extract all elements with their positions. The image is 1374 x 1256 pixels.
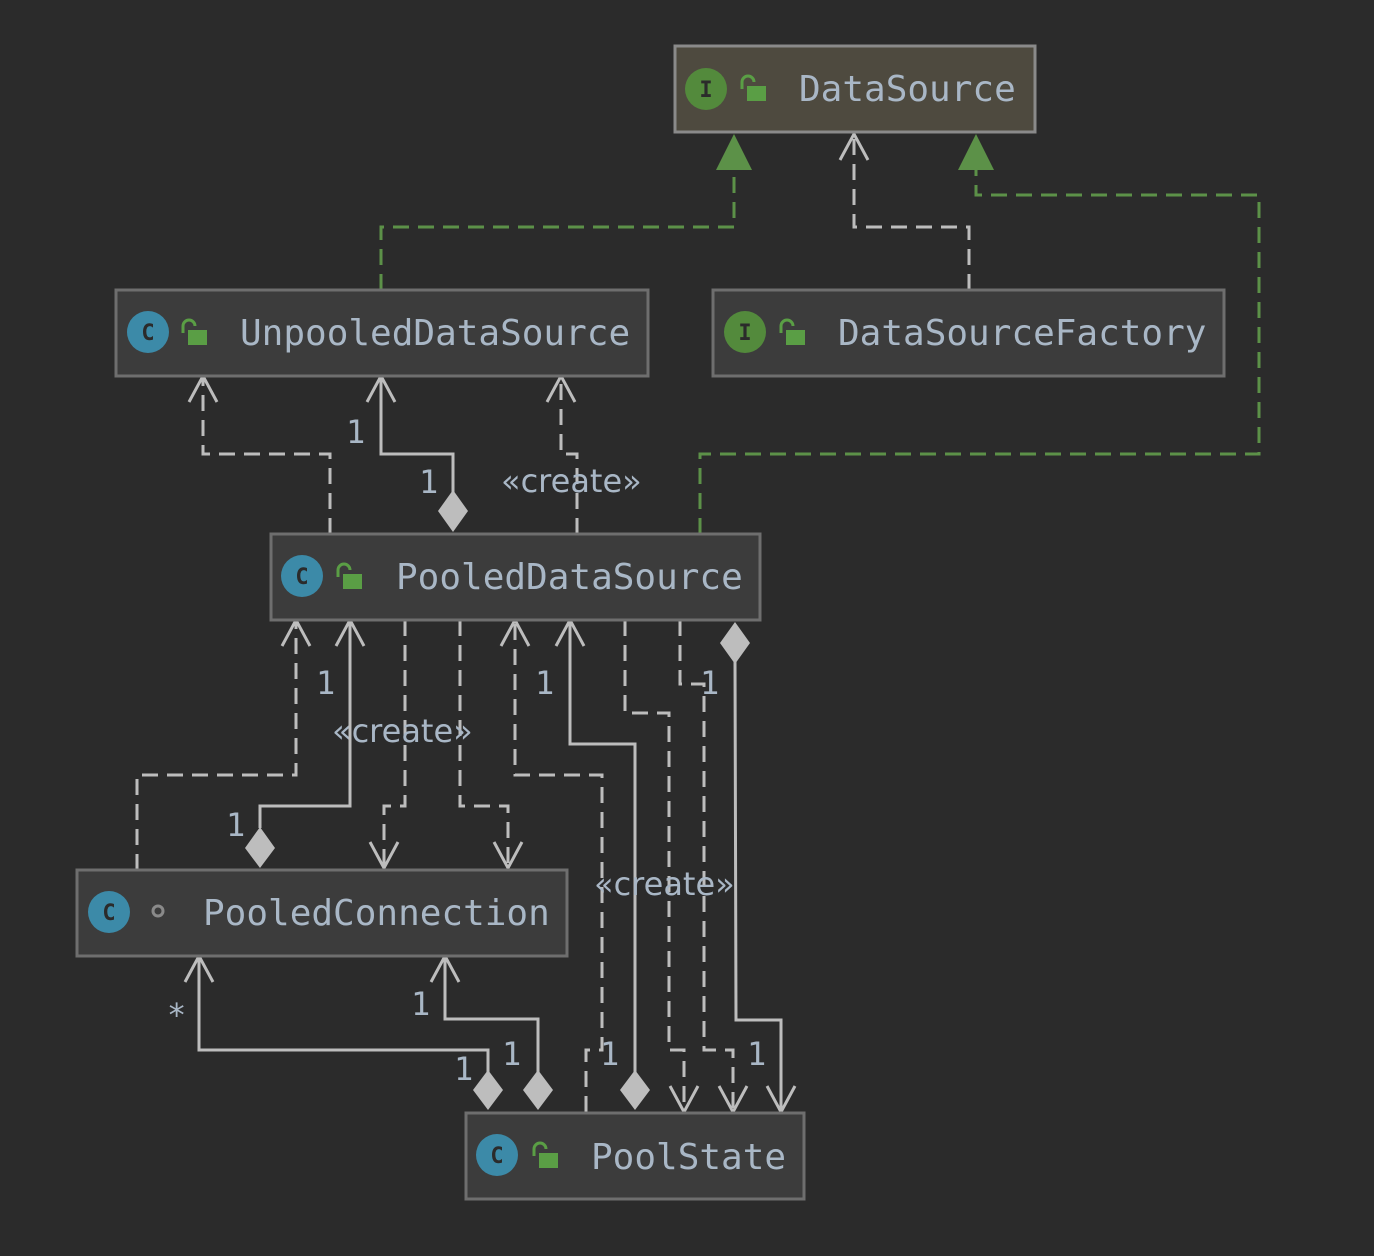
multiplicity-label: 1	[411, 985, 430, 1023]
edge-pooled-creates-unpooled[interactable]	[559, 378, 579, 534]
svg-text:I: I	[738, 321, 751, 346]
edge-pooled-creates-connection[interactable]	[382, 620, 407, 866]
multiplicity-label: 1	[346, 413, 365, 451]
svg-text:I: I	[699, 78, 712, 103]
stereotype-label: «create»	[501, 462, 642, 500]
svg-text:C: C	[102, 901, 115, 926]
node-pooled-datasource[interactable]: C PooledDataSource	[269, 532, 762, 622]
open-arrowhead	[368, 841, 400, 872]
edge-poolstate-depends-pooled[interactable]	[513, 622, 604, 1112]
edge-poolstate-composes-pooled[interactable]	[568, 622, 637, 1072]
interface-icon: I	[685, 68, 727, 110]
multiplicity-label: 1	[747, 1035, 766, 1073]
package-private-visibility-icon	[151, 904, 165, 918]
node-label: DataSource	[799, 69, 1016, 110]
node-label: UnpooledDataSource	[240, 313, 630, 354]
edge-labels: 1 1 «create» 1 «create» 1 1 1 * 1 1 1 «c…	[167, 413, 766, 1088]
composition-diamond	[473, 1070, 503, 1110]
edge-unpooled-implements-datasource[interactable]	[379, 170, 736, 290]
multiplicity-label: 1	[316, 664, 335, 702]
node-pooled-connection[interactable]: C PooledConnection	[75, 868, 569, 958]
node-label: PoolState	[591, 1137, 786, 1178]
open-arrowhead	[838, 130, 870, 161]
edge-pooled-creates-poolstate[interactable]	[623, 620, 686, 1110]
multiplicity-label: *	[167, 996, 186, 1034]
stereotype-label: «create»	[594, 865, 735, 903]
node-unpooled-datasource[interactable]: C UnpooledDataSource	[114, 288, 650, 378]
node-box[interactable]	[464, 1111, 806, 1201]
edge-connection-composes-pooled[interactable]	[258, 622, 352, 828]
class-icon: C	[127, 311, 169, 353]
edge-pooled-implements-datasource[interactable]	[698, 170, 1261, 534]
class-icon: C	[476, 1134, 518, 1176]
multiplicity-label: 1	[226, 806, 245, 844]
realization-arrowhead	[958, 134, 994, 170]
multiplicity-label: 1	[502, 1035, 521, 1073]
edge-pooled-depends-connection[interactable]	[458, 620, 510, 866]
node-datasource-factory[interactable]: I DataSourceFactory	[711, 288, 1226, 378]
node-label: PooledDataSource	[396, 557, 743, 598]
edge-poolstate-composes-connection-one[interactable]	[443, 958, 540, 1072]
multiplicity-label: 1	[700, 664, 719, 702]
multiplicity-label: 1	[454, 1050, 473, 1088]
node-datasource[interactable]: I DataSource	[673, 44, 1037, 134]
composition-diamond	[523, 1070, 553, 1110]
edge-connection-depends-pooled[interactable]	[135, 622, 298, 870]
public-visibility-lock-icon	[181, 318, 207, 345]
interface-icon: I	[724, 311, 766, 353]
node-box[interactable]	[75, 868, 569, 958]
public-visibility-lock-icon	[740, 74, 766, 101]
node-label: PooledConnection	[203, 893, 550, 934]
stereotype-label: «create»	[332, 712, 473, 750]
node-poolstate[interactable]: C PoolState	[464, 1111, 806, 1201]
edges	[135, 130, 1261, 1116]
svg-text:C: C	[490, 1144, 503, 1169]
composition-diamond	[438, 490, 468, 532]
public-visibility-lock-icon	[779, 318, 805, 345]
public-visibility-lock-icon	[532, 1141, 558, 1168]
edge-poolstate-composes-connection-many[interactable]	[197, 958, 490, 1072]
node-label: DataSourceFactory	[838, 313, 1206, 354]
node-box[interactable]	[673, 44, 1037, 134]
composition-diamond	[720, 622, 750, 664]
svg-text:C: C	[295, 565, 308, 590]
svg-text:C: C	[141, 321, 154, 346]
open-arrowhead	[492, 841, 524, 872]
realization-arrowhead	[716, 134, 752, 170]
edge-pooled-depends-poolstate[interactable]	[678, 620, 735, 1110]
edge-pooled-composes-poolstate[interactable]	[733, 659, 783, 1110]
class-icon: C	[88, 891, 130, 933]
composition-diamond	[620, 1070, 650, 1110]
edge-factory-depends-datasource[interactable]	[852, 136, 971, 290]
multiplicity-label: 1	[419, 463, 438, 501]
class-icon: C	[281, 555, 323, 597]
multiplicity-label: 1	[600, 1035, 619, 1073]
edge-pooled-depends-unpooled[interactable]	[201, 378, 332, 534]
multiplicity-label: 1	[535, 664, 554, 702]
public-visibility-lock-icon	[336, 562, 362, 589]
edge-pooled-composes-unpooled[interactable]	[379, 378, 455, 494]
composition-diamond	[245, 827, 275, 868]
